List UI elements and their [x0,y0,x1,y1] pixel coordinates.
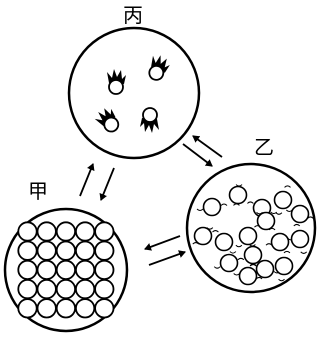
liquid-particle [192,226,214,246]
solid-particle [17,221,38,242]
liquid-particle [212,230,237,254]
gas-particle [94,108,120,133]
solid-particle [75,278,96,300]
gas-particle [140,107,159,133]
solid-particle [55,221,77,242]
solid-particle [55,298,77,319]
liquid-particle [274,250,294,282]
solid-particle [75,240,96,261]
solid-particle [17,259,38,280]
gas-state-circle [67,26,201,160]
solid-particle [36,298,57,319]
solid-particle [94,240,115,261]
liquid-particle [265,232,295,252]
liquid-particle [233,266,263,286]
liquid-particle [196,197,228,217]
solid-particle [17,240,38,261]
liquid-particle [256,211,276,231]
solid-particle [94,259,115,280]
arrow-yi-to-jia [144,235,181,251]
arrow-bing-to-jia [99,167,115,201]
liquid-particle [273,185,293,215]
liquid-particle [290,223,310,254]
solid-particle [75,259,96,280]
solid-particle [94,278,115,300]
liquid-particles [192,184,314,286]
solid-particle [36,278,57,300]
solid-particle [17,298,38,319]
gas-particle [148,55,170,81]
solid-particles [17,221,115,319]
liquid-particle [249,259,281,279]
solid-particle [17,278,38,300]
solid-particle [55,240,77,261]
arrow-bing-to-yi [182,143,213,167]
label-bing: 丙 [123,3,143,27]
solid-particle [94,221,115,242]
solid-particle [55,278,77,300]
solid-particle [36,240,57,261]
liquid-particle [285,204,314,224]
liquid-particle [235,225,261,248]
label-yi: 乙 [254,135,274,159]
gas-particle [107,69,126,95]
arrow-yi-to-bing [192,135,223,158]
solid-particle [36,259,57,280]
label-jia: 甲 [28,179,48,203]
liquid-particle [243,244,263,266]
solid-particle [75,298,96,319]
arrow-jia-to-yi [148,250,186,266]
gas-particles [94,55,170,133]
solid-particle [36,221,57,242]
solid-particle [94,298,115,319]
solid-state-circle [3,207,129,333]
liquid-state-circle [185,162,317,294]
solid-particle [55,259,77,280]
liquid-particle [213,253,245,273]
solid-particle [75,221,96,242]
arrow-jia-to-bing [79,163,95,197]
liquid-particle [228,184,248,206]
